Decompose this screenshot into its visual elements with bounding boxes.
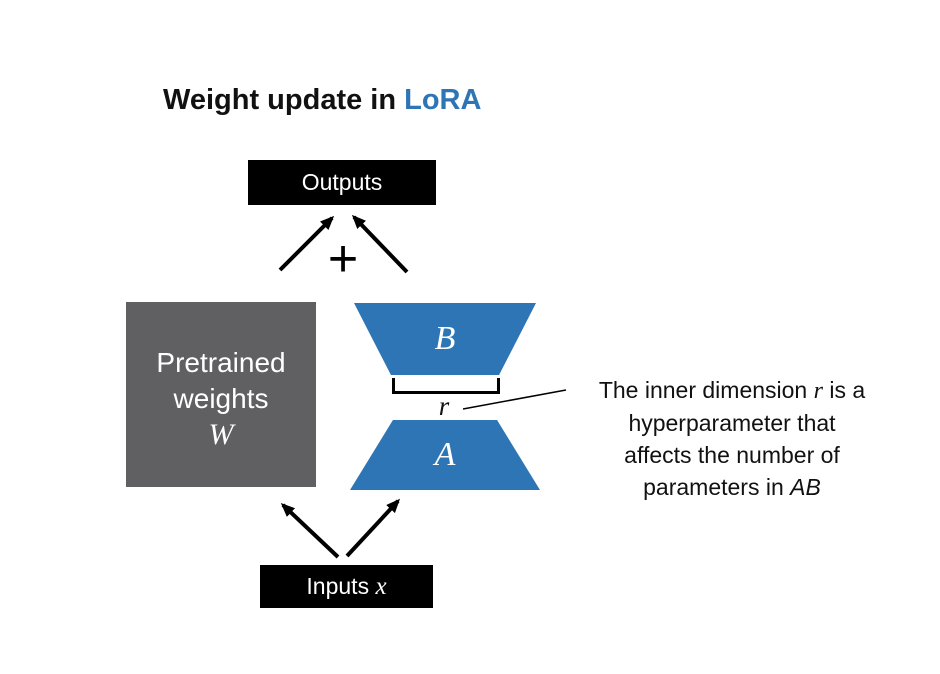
arrow-inputs-to-lora xyxy=(345,498,401,558)
pretrained-weights-box: Pretrained weights W xyxy=(126,302,316,487)
title-lora-highlight: LoRA xyxy=(404,84,482,116)
page-title: Weight update in LoRA xyxy=(163,83,481,117)
annotation-line4: parameters in AB xyxy=(643,474,821,500)
lora-matrix-b: B xyxy=(354,303,536,375)
lora-matrix-a: A xyxy=(350,420,540,490)
pretrained-line1: Pretrained xyxy=(156,347,286,378)
plus-sign: + xyxy=(327,230,359,288)
arrow-inputs-to-pretrained xyxy=(280,502,340,559)
rank-symbol: r xyxy=(438,391,450,421)
inputs-box: Inputs x xyxy=(260,565,433,608)
title-prefix: Weight update in xyxy=(163,84,405,116)
outputs-label: Outputs xyxy=(301,169,383,195)
pretrained-line2: weights xyxy=(173,383,269,414)
annotation-r-symbol: r xyxy=(813,378,823,404)
matrix-a-label: A xyxy=(434,436,456,473)
weight-matrix-symbol: W xyxy=(208,418,234,451)
annotation-line3: affects the number of xyxy=(624,442,840,468)
annotation-line2: hyperparameter that xyxy=(628,410,836,436)
matrix-b-label: B xyxy=(434,320,456,357)
inputs-x-symbol: x xyxy=(375,572,387,600)
outputs-box: Outputs xyxy=(248,160,436,205)
rank-dimension-bracket xyxy=(392,378,500,394)
rank-annotation-text: The inner dimension r is a hyperparamete… xyxy=(552,374,912,503)
annotation-ab-symbol: AB xyxy=(790,474,821,500)
annotation-line1: The inner dimension r is a xyxy=(598,377,866,404)
inputs-label: Inputs xyxy=(306,573,376,599)
